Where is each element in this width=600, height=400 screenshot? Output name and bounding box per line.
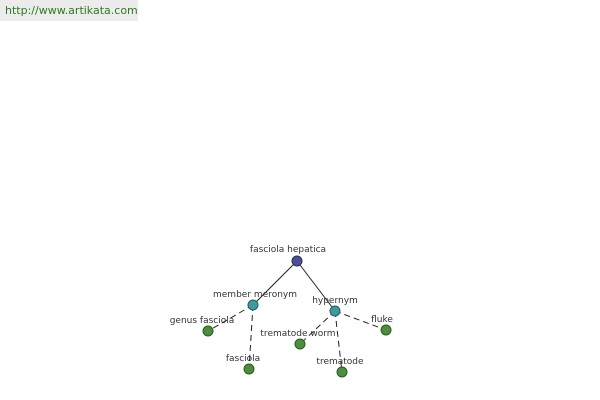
label-hypernym[interactable]: hypernym — [312, 296, 358, 306]
edge-hypernym-trematode — [334, 310, 343, 373]
edge-member-meronym-genus-fasciola — [207, 304, 254, 332]
label-fasciola[interactable]: fasciola — [226, 354, 260, 364]
node-trematode-worm[interactable] — [294, 338, 306, 350]
node-root[interactable] — [291, 255, 303, 267]
node-hypernym[interactable] — [329, 305, 341, 317]
label-fluke[interactable]: fluke — [371, 315, 393, 325]
node-fasciola[interactable] — [243, 363, 255, 375]
node-member-meronym[interactable] — [247, 299, 259, 311]
edge-hypernym-fluke — [334, 310, 387, 331]
node-fluke[interactable] — [380, 324, 392, 336]
edge-root-hypernym — [296, 260, 336, 312]
edge-hypernym-trematode-worm — [299, 310, 336, 345]
node-trematode[interactable] — [336, 366, 348, 378]
node-genus-fasciola[interactable] — [202, 325, 214, 337]
label-trematode-worm[interactable]: trematode worm — [260, 329, 335, 339]
edge-root-member-meronym — [252, 260, 298, 306]
label-root[interactable]: fasciola hepatica — [250, 245, 326, 255]
url-banner: http://www.artikata.com — [0, 0, 138, 21]
edge-member-meronym-fasciola — [248, 304, 254, 370]
label-genus-fasciola[interactable]: genus fasciola — [170, 316, 235, 326]
label-member-meronym[interactable]: member meronym — [213, 290, 297, 300]
site-url[interactable]: http://www.artikata.com — [5, 4, 138, 17]
label-trematode[interactable]: trematode — [316, 357, 364, 367]
